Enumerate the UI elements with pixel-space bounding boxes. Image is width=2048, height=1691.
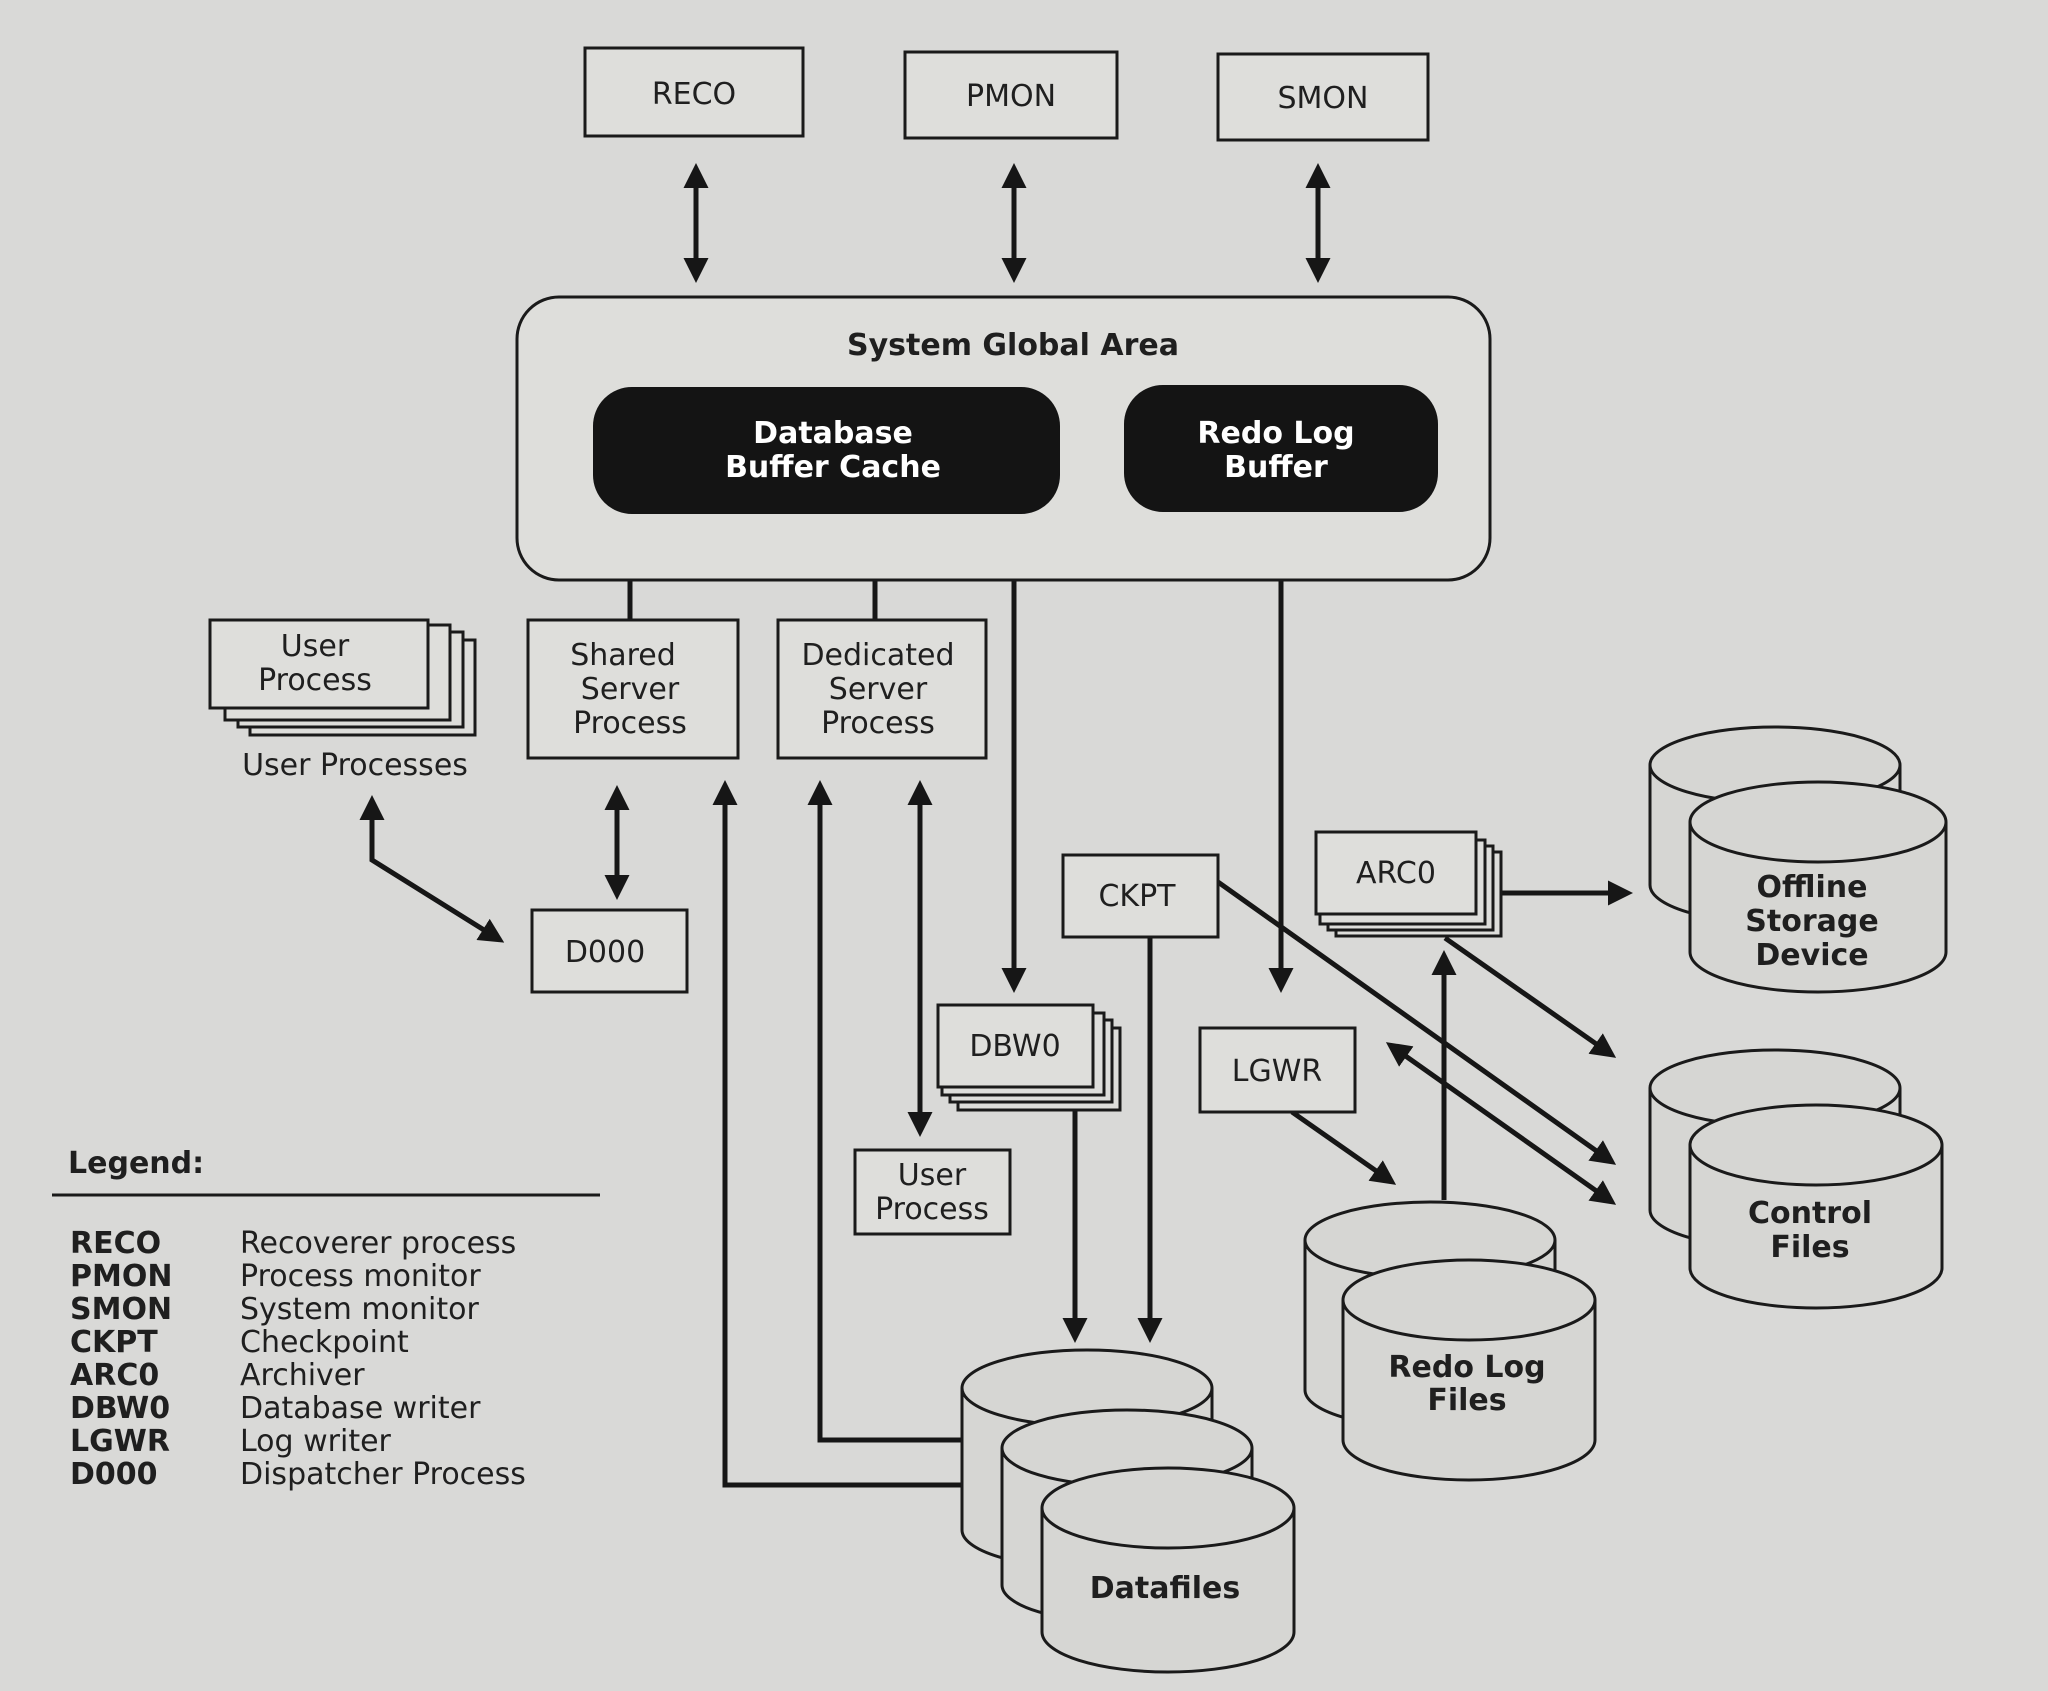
control-files-line-2: Files (1770, 1230, 1849, 1265)
offline-storage-device: Offline Storage Device (1648, 725, 1948, 994)
user-processes-caption: User Processes (242, 748, 468, 783)
redo-log-files-line-2: Files (1427, 1383, 1506, 1418)
reco-label: RECO (652, 77, 736, 112)
legend-code: ARC0 (70, 1358, 159, 1393)
legend-description: System monitor (240, 1292, 479, 1327)
shared-server-process-box: Shared Server Process (526, 618, 740, 760)
datafiles-label: Datafiles (1090, 1571, 1240, 1606)
dedicated-server-line-3: Process (821, 706, 935, 741)
legend-description: Recoverer process (240, 1226, 516, 1261)
db-buffer-cache-line-2: Buffer Cache (725, 450, 941, 485)
legend-code: D000 (70, 1457, 158, 1492)
shared-server-line-2: Server (581, 672, 680, 707)
db-buffer-cache-line-1: Database (753, 416, 913, 451)
user-process-stack-line-1: User (281, 629, 350, 664)
pmon-box: PMON (903, 50, 1119, 140)
legend-description: Process monitor (240, 1259, 481, 1294)
d000-label: D000 (565, 935, 645, 970)
ckpt-box: CKPT (1061, 853, 1220, 939)
offline-storage-line-2: Storage (1745, 904, 1878, 939)
redo-log-files: Redo Log Files (1303, 1200, 1597, 1482)
legend-code: PMON (70, 1259, 172, 1294)
user-processes-d000-arrow (359, 795, 505, 943)
legend-code: SMON (70, 1292, 172, 1327)
offline-storage-line-1: Offline (1757, 870, 1868, 905)
shared-server-line-1: Shared (570, 638, 676, 673)
lgwr-label: LGWR (1232, 1054, 1322, 1089)
smon-label: SMON (1278, 81, 1369, 116)
redo-log-buffer: Redo Log Buffer (1124, 385, 1438, 512)
lgwr-control-files-arrow (1385, 1042, 1617, 1205)
dedicated-server-line-1: Dedicated (801, 638, 954, 673)
legend-code: RECO (70, 1226, 161, 1261)
datafiles-to-shared-server-arrow (712, 780, 1000, 1488)
dedicated-server-line-2: Server (829, 672, 928, 707)
control-files-line-1: Control (1748, 1196, 1872, 1231)
legend-description: Archiver (240, 1358, 365, 1393)
lgwr-box: LGWR (1198, 1026, 1357, 1114)
legend-description: Log writer (240, 1424, 392, 1459)
redo-log-files-line-1: Redo Log (1388, 1350, 1545, 1385)
datafiles: Datafiles (960, 1348, 1296, 1674)
d000-box: D000 (530, 908, 689, 994)
user-process-stack-line-2: Process (258, 663, 372, 698)
arc0-label: ARC0 (1356, 856, 1436, 891)
control-files: Control Files (1648, 1048, 1944, 1310)
reco-box: RECO (583, 46, 805, 138)
lgwr-to-redo-files-arrow (1290, 1109, 1397, 1185)
legend-description: Checkpoint (240, 1325, 409, 1360)
user-process-box: User Process (853, 1148, 1012, 1236)
legend-code: CKPT (70, 1325, 158, 1360)
legend-code: DBW0 (70, 1391, 170, 1426)
dbw0-stack: DBW0 (936, 1003, 1122, 1112)
datafiles-to-dedicated-server-arrow (807, 780, 1000, 1443)
connectors (359, 163, 1633, 1488)
sga-title: System Global Area (847, 328, 1179, 363)
dedicated-server-process-box: Dedicated Server Process (776, 618, 988, 760)
user-processes-stack: User Process (208, 618, 477, 737)
arc0-stack: ARC0 (1314, 830, 1503, 938)
legend-code: LGWR (70, 1424, 170, 1459)
pmon-label: PMON (966, 79, 1056, 114)
redo-log-buffer-line-2: Buffer (1224, 450, 1328, 485)
offline-storage-line-3: Device (1755, 938, 1868, 973)
database-buffer-cache: Database Buffer Cache (593, 387, 1060, 514)
legend-description: Database writer (240, 1391, 481, 1426)
arc0-to-control-files-arrow (1443, 935, 1617, 1058)
dbw0-label: DBW0 (969, 1029, 1060, 1064)
legend-title: Legend: (68, 1146, 204, 1181)
ckpt-label: CKPT (1098, 879, 1176, 914)
user-process-line-2: Process (875, 1192, 989, 1227)
shared-server-line-3: Process (573, 706, 687, 741)
redo-log-buffer-line-1: Redo Log (1197, 416, 1354, 451)
user-process-line-1: User (898, 1158, 967, 1193)
smon-box: SMON (1216, 52, 1430, 142)
legend-description: Dispatcher Process (240, 1457, 526, 1492)
